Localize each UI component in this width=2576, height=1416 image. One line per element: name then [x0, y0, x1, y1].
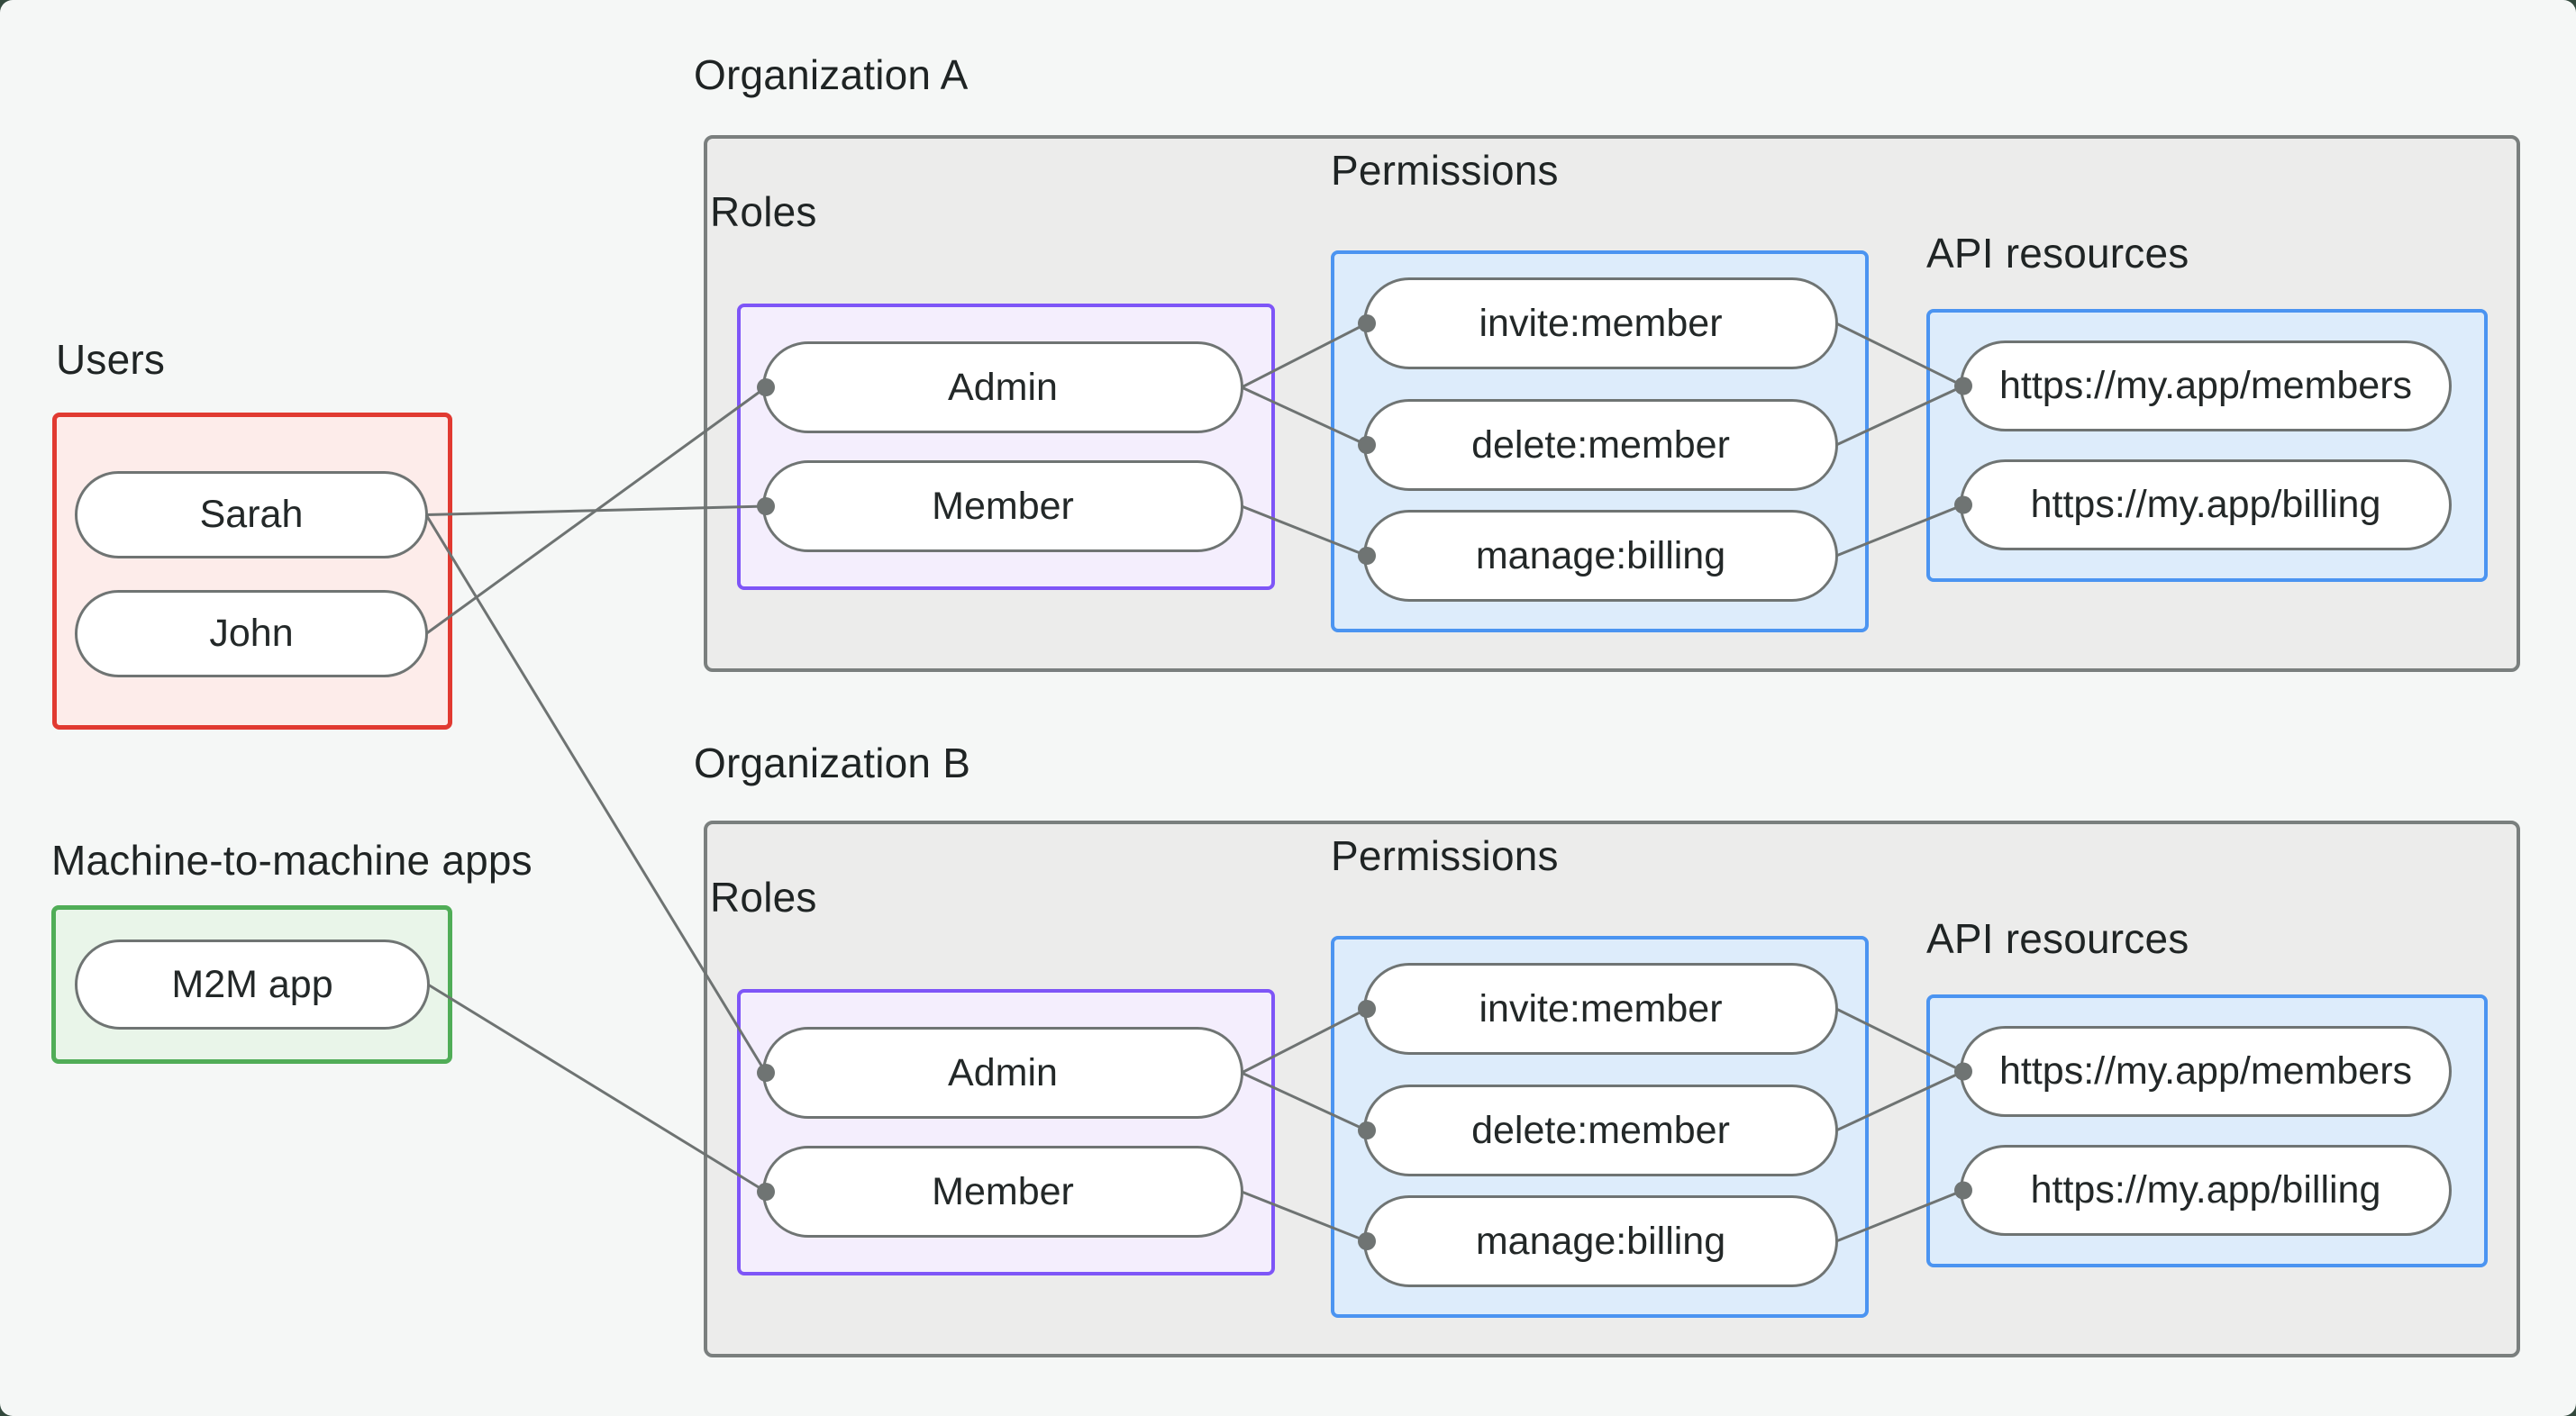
org-b-permissions-label: Permissions: [1331, 832, 1559, 879]
org-a-permissions-label: Permissions: [1331, 147, 1559, 194]
node-org-b-permission-manage-billing: manage:billing: [1363, 1195, 1838, 1287]
users-group-box: [52, 413, 452, 730]
node-org-b-api-members: https://my.app/members: [1960, 1026, 2452, 1117]
node-org-b-api-billing: https://my.app/billing: [1960, 1145, 2452, 1236]
node-org-b-permission-invite-member: invite:member: [1363, 963, 1838, 1055]
users-group-label: Users: [56, 336, 166, 383]
org-b-api-resources-label: API resources: [1926, 915, 2189, 962]
node-org-b-role-admin: Admin: [762, 1027, 1243, 1119]
org-a-roles-label: Roles: [710, 188, 817, 235]
org-b-label: Organization B: [694, 740, 971, 786]
node-user-john: John: [75, 590, 428, 677]
org-b-roles-label: Roles: [710, 874, 817, 921]
org-a-api-resources-label: API resources: [1926, 230, 2189, 277]
org-a-label: Organization A: [694, 51, 969, 98]
node-org-a-permission-delete-member: delete:member: [1363, 399, 1838, 491]
node-org-b-role-member: Member: [762, 1146, 1243, 1238]
node-org-a-permission-invite-member: invite:member: [1363, 277, 1838, 369]
node-org-a-role-member: Member: [762, 460, 1243, 552]
node-org-a-api-billing: https://my.app/billing: [1960, 459, 2452, 550]
node-org-b-permission-delete-member: delete:member: [1363, 1085, 1838, 1176]
node-org-a-role-admin: Admin: [762, 341, 1243, 433]
node-org-a-api-members: https://my.app/members: [1960, 340, 2452, 431]
node-m2m-app: M2M app: [75, 939, 430, 1030]
node-user-sarah: Sarah: [75, 471, 428, 558]
node-org-a-permission-manage-billing: manage:billing: [1363, 510, 1838, 602]
m2m-group-label: Machine-to-machine apps: [51, 837, 532, 884]
